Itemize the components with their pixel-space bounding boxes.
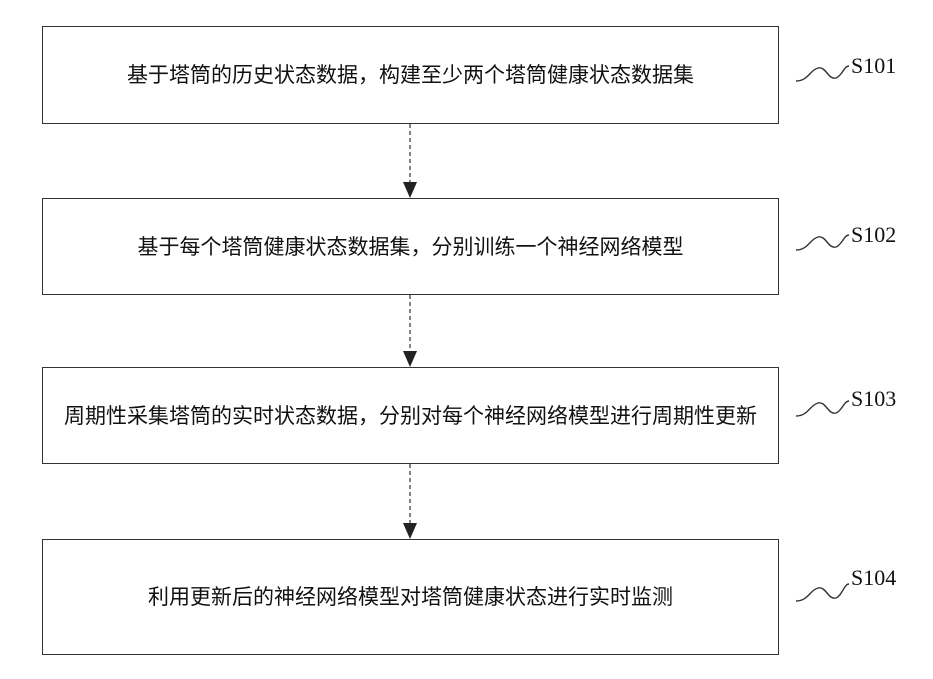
- step-text-s102: 基于每个塔筒健康状态数据集，分别训练一个神经网络模型: [57, 230, 764, 264]
- step-box-s102: 基于每个塔筒健康状态数据集，分别训练一个神经网络模型: [42, 198, 779, 295]
- arrow-s102-to-s103: [403, 295, 417, 367]
- arrow-s103-to-s104: [403, 464, 417, 539]
- arrow-s101-to-s102: [403, 124, 417, 198]
- leader-line-s101: [796, 66, 849, 81]
- step-text-s104: 利用更新后的神经网络模型对塔筒健康状态进行实时监测: [57, 580, 764, 614]
- step-label-s103: S103: [851, 386, 896, 412]
- step-box-s103: 周期性采集塔筒的实时状态数据，分别对每个神经网络模型进行周期性更新: [42, 367, 779, 464]
- step-label-s101: S101: [851, 53, 896, 79]
- leader-line-s102: [796, 235, 849, 250]
- step-text-s101: 基于塔筒的历史状态数据，构建至少两个塔筒健康状态数据集: [57, 58, 764, 92]
- step-box-s104: 利用更新后的神经网络模型对塔筒健康状态进行实时监测: [42, 539, 779, 655]
- leader-line-s103: [796, 401, 849, 416]
- step-text-s103: 周期性采集塔筒的实时状态数据，分别对每个神经网络模型进行周期性更新: [57, 399, 764, 433]
- step-label-s104: S104: [851, 565, 896, 591]
- leader-line-s104: [796, 584, 849, 601]
- step-label-s102: S102: [851, 222, 896, 248]
- step-box-s101: 基于塔筒的历史状态数据，构建至少两个塔筒健康状态数据集: [42, 26, 779, 124]
